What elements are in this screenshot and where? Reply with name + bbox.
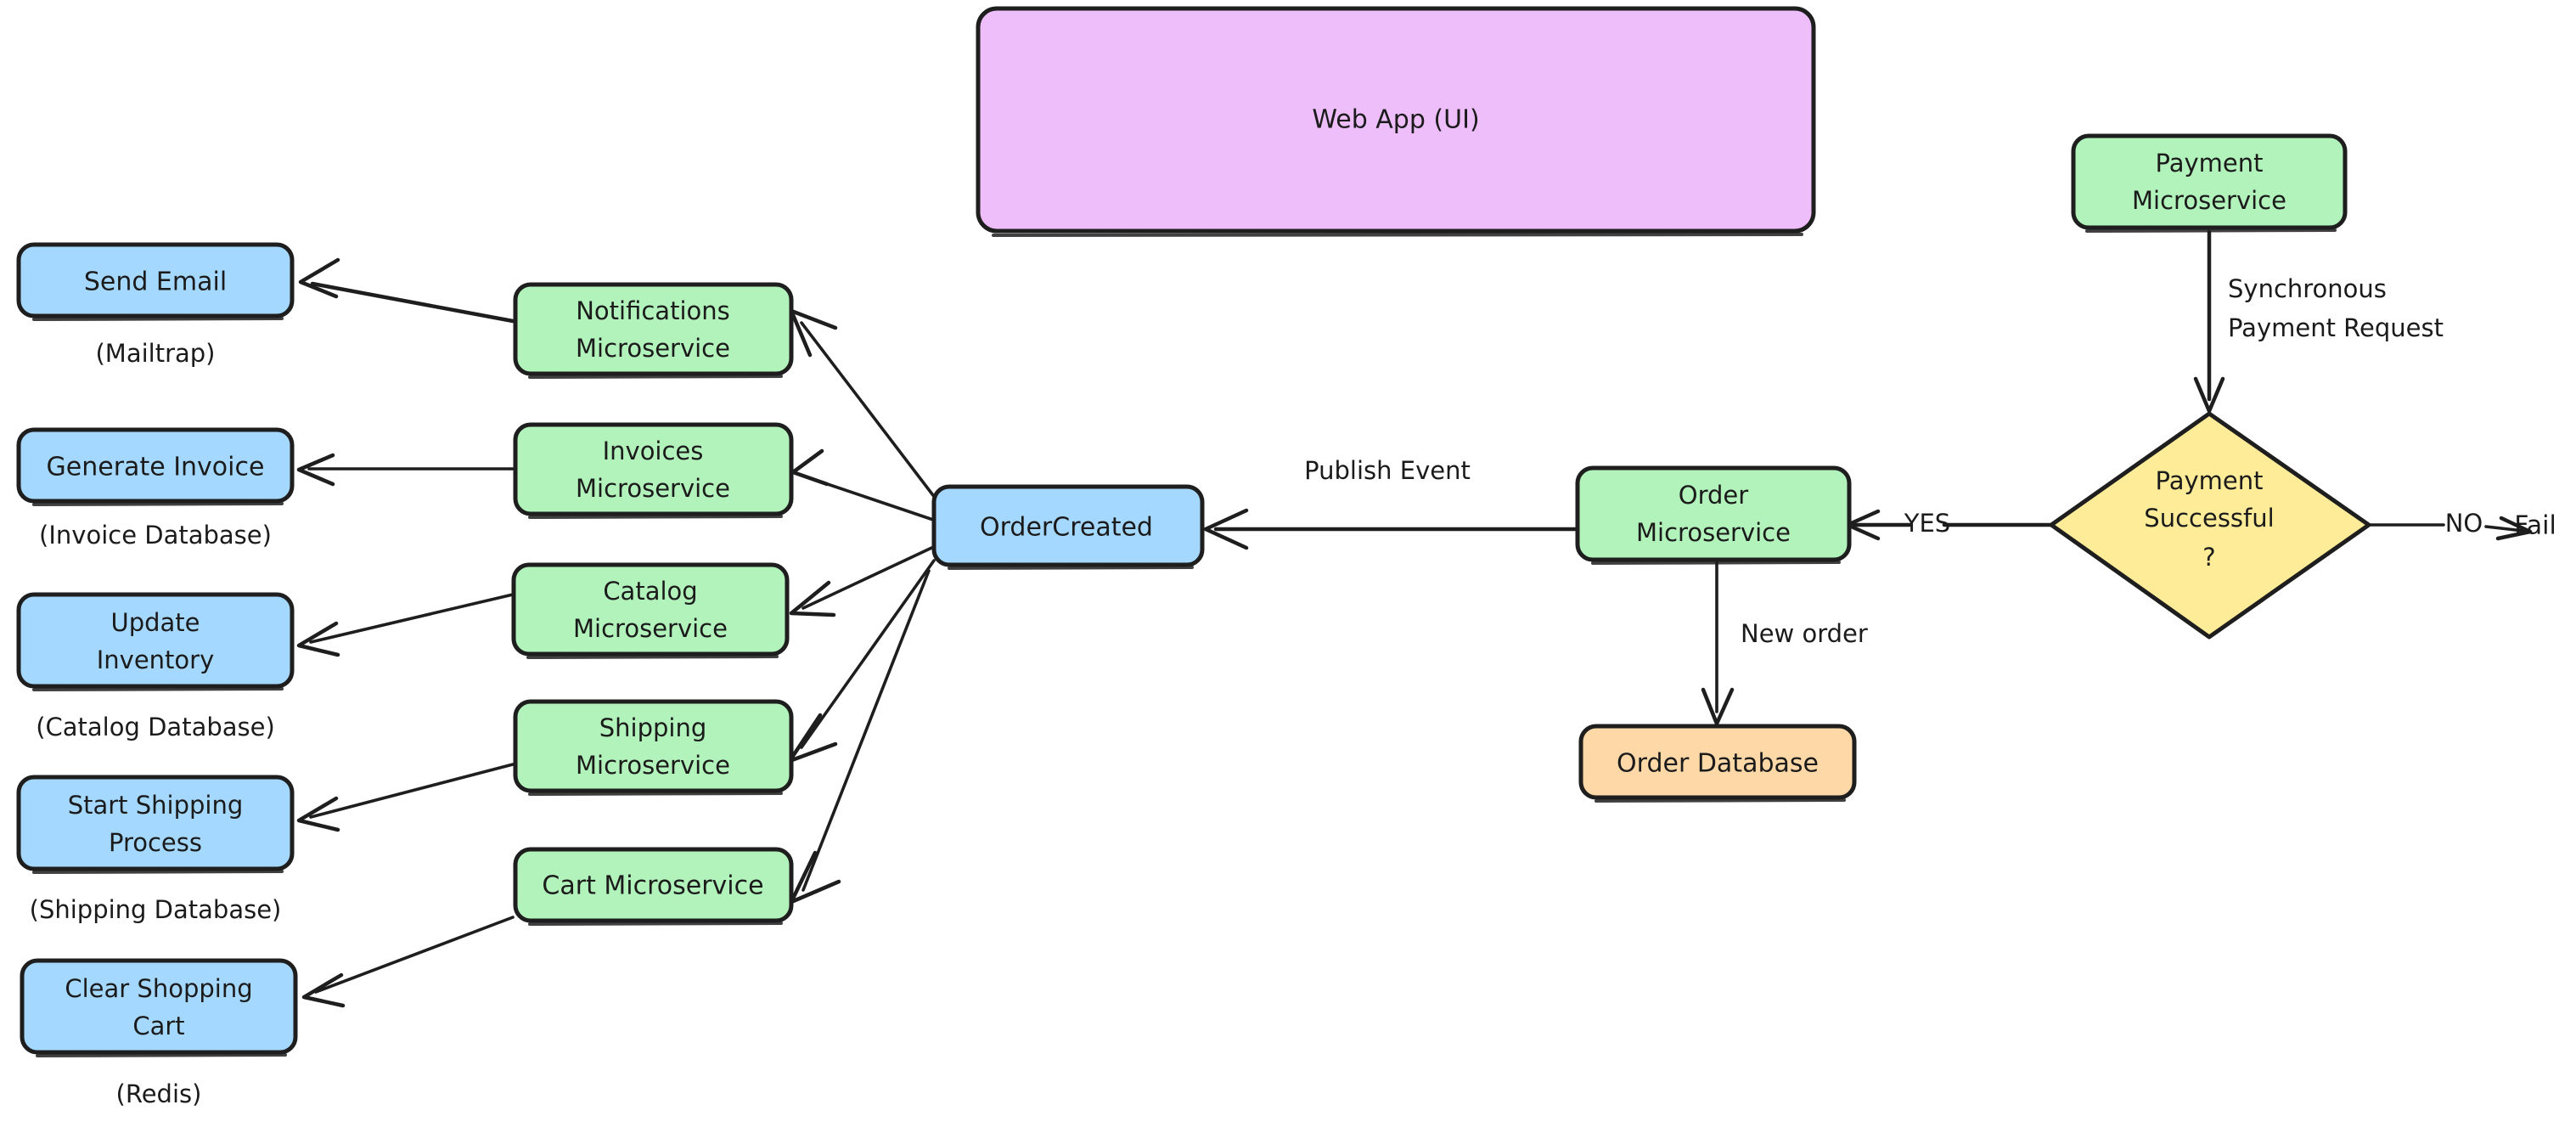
node-start-shipping-process-label-2: Process [109,828,202,857]
edge-decision-no-to-fail [2367,516,2533,541]
edge-catalog-to-update-inventory [296,593,515,657]
node-cart-microservice[interactable]: Cart Microservice [513,847,794,926]
node-send-email-caption: (Mailtrap) [95,339,215,368]
node-send-email-label: Send Email [84,268,227,297]
edge-order-to-ordercreated [1203,508,1580,550]
node-web-app-label: Web App (UI) [1312,105,1479,135]
node-invoices-microservice[interactable]: Invoices Microservice [513,422,794,519]
node-invoices-microservice-label-2: Microservice [576,474,730,503]
edge-order-to-database [1701,559,1735,726]
edge-cart-to-clear-cart [301,916,515,1008]
node-clear-shopping-cart[interactable]: Clear Shopping Cart (Redis) [20,958,298,1108]
node-update-inventory[interactable]: Update Inventory (Catalog Database) [16,592,295,741]
edge-ordercreated-to-catalog [789,542,942,617]
edge-label-yes: YES [1904,509,1950,538]
node-cart-microservice-label: Cart Microservice [542,871,763,901]
edge-shipping-to-start-shipping [296,763,515,832]
node-fail-label[interactable]: Fail [2514,511,2556,541]
node-invoices-microservice-label-1: Invoices [603,437,704,465]
edge-ordercreated-to-notifications [789,308,942,507]
node-catalog-microservice-label-2: Microservice [573,614,728,643]
node-clear-shopping-cart-label-2: Cart [132,1012,184,1040]
node-order-created[interactable]: OrderCreated [931,484,1205,570]
node-payment-successful-label-3: ? [2202,543,2215,572]
edge-label-sync-payment-2: Payment Request [2228,313,2444,342]
edge-invoices-to-generate-invoice [296,453,515,487]
node-clear-shopping-cart-caption: (Redis) [116,1079,202,1108]
node-notifications-microservice-label-1: Notifications [576,296,730,325]
node-payment-microservice[interactable]: Payment Microservice [2071,133,2348,233]
node-order-database[interactable]: Order Database [1578,724,1857,803]
edge-label-no: NO [2445,509,2483,538]
node-update-inventory-caption: (Catalog Database) [36,713,275,741]
node-clear-shopping-cart-label-1: Clear Shopping [65,974,252,1003]
node-update-inventory-label-1: Update [110,608,200,637]
node-start-shipping-process[interactable]: Start Shipping Process (Shipping Databas… [16,775,295,924]
node-order-created-label: OrderCreated [980,513,1153,543]
node-generate-invoice-label: Generate Invoice [47,453,265,482]
node-start-shipping-process-label-1: Start Shipping [68,791,244,820]
edge-notifications-to-send-email [298,257,515,324]
node-payment-successful-label-1: Payment [2156,466,2264,495]
node-web-app[interactable]: Web App (UI) [976,6,1816,237]
edge-ordercreated-to-cart [789,569,931,905]
node-shipping-microservice-label-1: Shipping [599,713,707,742]
node-payment-microservice-label-2: Microservice [2132,186,2286,215]
node-send-email[interactable]: Send Email (Mailtrap) [16,242,295,368]
node-payment-microservice-label-1: Payment [2156,149,2264,178]
node-shipping-microservice-label-2: Microservice [576,751,730,780]
node-payment-successful-label-2: Successful [2144,504,2274,533]
edge-ordercreated-to-invoices [790,448,942,524]
node-payment-successful-decision[interactable]: Payment Successful ? [2049,411,2371,640]
node-notifications-microservice[interactable]: Notifications Microservice [513,282,794,379]
node-generate-invoice[interactable]: Generate Invoice (Invoice Database) [16,427,295,550]
node-order-database-label: Order Database [1617,749,1819,779]
edge-ordercreated-to-shipping [787,559,936,764]
node-order-microservice-label-1: Order [1679,481,1748,510]
node-order-microservice[interactable]: Order Microservice [1575,465,1852,565]
node-generate-invoice-caption: (Invoice Database) [39,521,272,550]
node-catalog-microservice[interactable]: Catalog Microservice [511,562,790,659]
edge-label-sync-payment-1: Synchronous [2228,274,2387,303]
edge-label-new-order: New order [1741,619,1868,648]
node-update-inventory-label-2: Inventory [97,645,215,674]
node-shipping-microservice[interactable]: Shipping Microservice [513,699,794,796]
node-catalog-microservice-label-1: Catalog [603,577,697,606]
edge-payment-to-decision [2193,229,2225,414]
node-start-shipping-process-caption: (Shipping Database) [30,895,282,924]
node-order-microservice-label-2: Microservice [1636,518,1791,547]
edge-label-publish-event: Publish Event [1304,456,1471,485]
node-notifications-microservice-label-2: Microservice [576,334,730,363]
